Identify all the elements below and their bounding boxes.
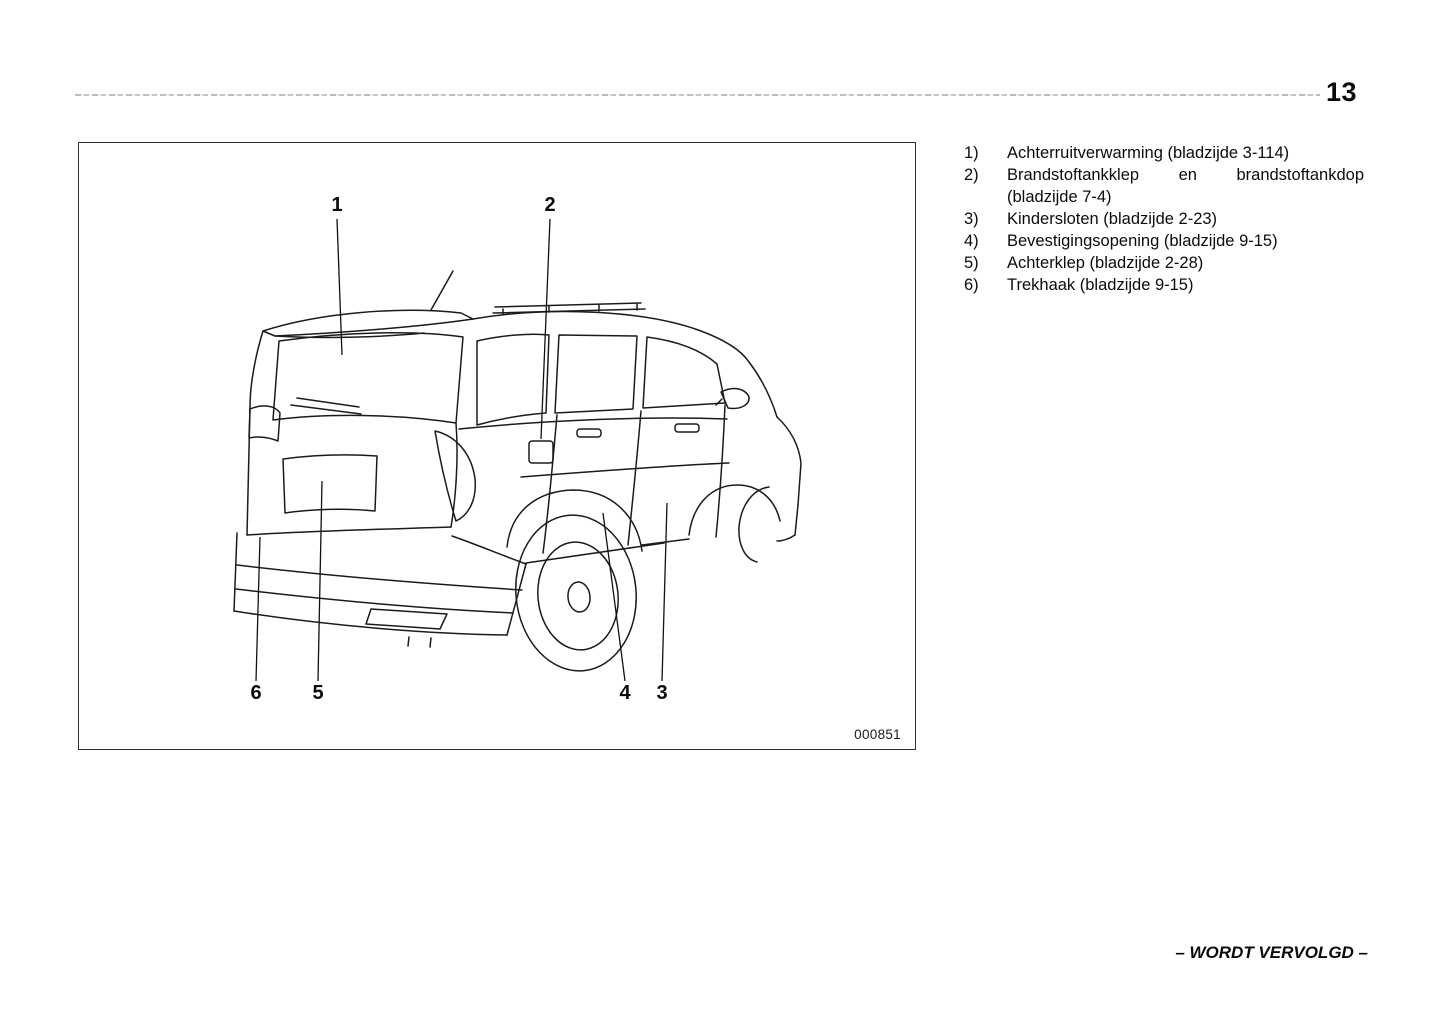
legend-item-number: 2) — [964, 166, 979, 184]
car-drawing — [233, 270, 802, 672]
header-rule — [75, 94, 1320, 96]
callout-label-3: 3 — [656, 682, 667, 704]
callout-line-3 — [661, 502, 668, 682]
legend-item-text: Achterruitverwarming (bladzijde 3-114) — [1007, 144, 1290, 162]
callout-line-4 — [602, 512, 626, 682]
figure-box: 1 2 3 4 5 6 000851 — [78, 142, 916, 750]
page-number: 13 — [1326, 77, 1358, 107]
legend-item-text: Trekhaak (bladzijde 9-15) — [1007, 276, 1194, 294]
legend-item-2: 2) Brandstoftankklep en brandstoftankdop… — [964, 164, 1364, 208]
legend-item-1: 1) Achterruitverwarming (bladzijde 3-114… — [964, 142, 1364, 164]
legend-item-number: 1) — [964, 144, 979, 162]
callout-label-6: 6 — [250, 682, 261, 704]
callout-label-5: 5 — [312, 682, 323, 704]
legend-item-number: 3) — [964, 210, 979, 228]
callout-line-2 — [540, 218, 551, 440]
callout-line-5 — [317, 480, 323, 682]
legend-item-number: 6) — [964, 276, 979, 294]
footer-note: – WORDT VERVOLGD – — [1175, 943, 1368, 962]
legend-item-text: Bevestigingsopening (bladzijde 9-15) — [1007, 232, 1278, 250]
legend-list: 1) Achterruitverwarming (bladzijde 3-114… — [964, 142, 1364, 296]
legend-item-3: 3) Kindersloten (bladzijde 2-23) — [964, 208, 1364, 230]
legend-item-number: 4) — [964, 232, 979, 250]
legend-item-4: 4) Bevestigingsopening (bladzijde 9-15) — [964, 230, 1364, 252]
callout-line-6 — [255, 536, 261, 682]
legend-item-6: 6) Trekhaak (bladzijde 9-15) — [964, 274, 1364, 296]
car-diagram: 1 2 3 4 5 6 — [233, 194, 802, 704]
legend-item-text: Achterklep (bladzijde 2-28) — [1007, 254, 1204, 272]
legend-item-number: 5) — [964, 254, 979, 272]
callout-layer: 1 2 3 4 5 6 — [250, 194, 668, 704]
callout-label-2: 2 — [544, 194, 555, 216]
legend-item-5: 5) Achterklep (bladzijde 2-28) — [964, 252, 1364, 274]
legend-item-text: Kindersloten (bladzijde 2-23) — [1007, 210, 1218, 228]
legend-item-text: Brandstoftankklep en brandstoftankdop (b… — [1007, 166, 1364, 206]
figure-code: 000851 — [854, 727, 901, 742]
callout-label-1: 1 — [331, 194, 342, 216]
callout-line-1 — [336, 218, 343, 356]
callout-label-4: 4 — [619, 682, 631, 704]
